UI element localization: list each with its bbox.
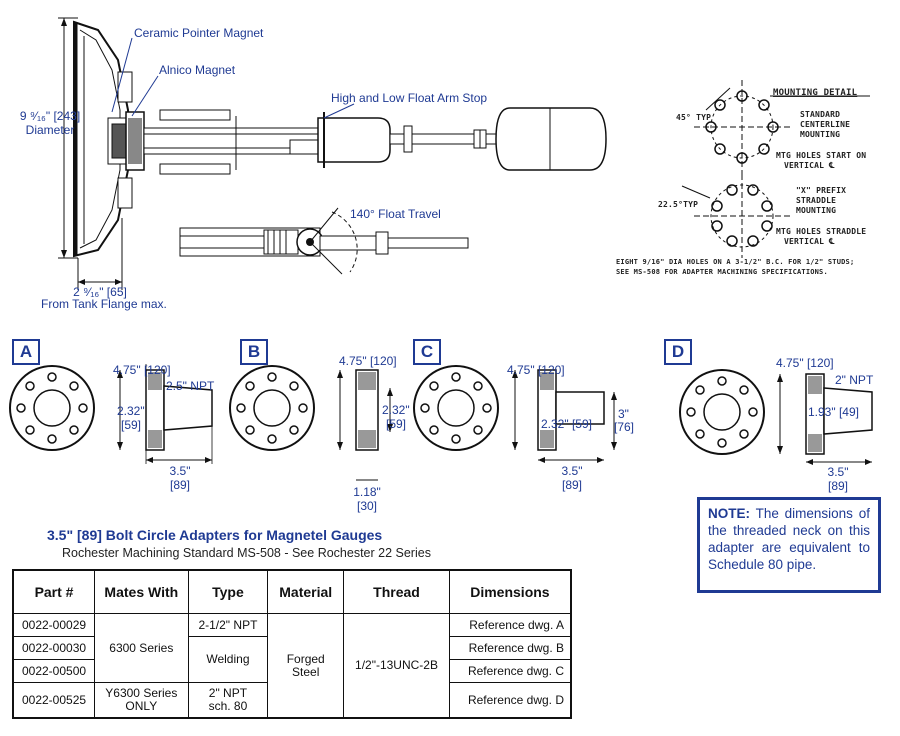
b-height-mm: [59] (386, 417, 407, 431)
dimensions-cell: Reference dwg. A (448, 613, 572, 637)
mtg-holes-straddle-2: VERTICAL ℄ (784, 237, 835, 246)
d-npt: 2" NPT (835, 373, 874, 387)
material-cell: Forged Steel (267, 613, 345, 719)
b-height-in: 2.32" (382, 403, 410, 417)
mtg-holes-start-1: MTG HOLES START ON (776, 151, 867, 160)
a-base-mm: [89] (169, 478, 190, 492)
a-base-in: 3.5" (169, 464, 191, 478)
thread-cell: 1/2"-13UNC-2B (343, 613, 450, 719)
c-mid-dim: 2.32" [59] (541, 417, 592, 431)
table-row: 0022-00500 Reference dwg. C (12, 659, 572, 683)
badge-c: C (413, 339, 441, 365)
standard-label-2: CENTERLINE (800, 120, 851, 129)
float-arm-stop-label: High and Low Float Arm Stop (331, 91, 488, 105)
note-label: NOTE: (708, 506, 750, 521)
table-header-row: Part # Mates With Type Material Thread D… (12, 569, 572, 614)
float-travel-label: 140° Float Travel (350, 207, 441, 221)
section-subtitle: Rochester Machining Standard MS-508 - Se… (62, 546, 431, 560)
a-height-mm: [59] (121, 418, 142, 432)
ceramic-magnet-label: Ceramic Pointer Magnet (134, 26, 264, 40)
drawing-c-face (413, 365, 499, 451)
table-row: 0022-00029 6300 Series 2-1/2" NPT Forged… (12, 613, 572, 719)
alnico-magnet-label: Alnico Magnet (159, 63, 236, 77)
drawing-a-face (9, 365, 95, 451)
dimensions-cell: Reference dwg. C (448, 659, 572, 683)
x-prefix-label-1: "X" PREFIX (796, 186, 847, 195)
a-top-dim: 4.75" [120] (113, 363, 171, 377)
header-type: Type (187, 569, 269, 614)
d-top-dim: 4.75" [120] (776, 356, 834, 370)
badge-a: A (12, 339, 40, 365)
adapter-spec-table: Part # Mates With Type Material Thread D… (12, 569, 572, 719)
b-top-dim: 4.75" [120] (339, 354, 397, 368)
section-title: 3.5" [89] Bolt Circle Adapters for Magne… (47, 527, 383, 543)
mounting-footnote-1: EIGHT 9/16" DIA HOLES ON A 3-1/2" B.C. F… (616, 258, 855, 266)
table-row: 0022-00030 Welding Reference dwg. B (12, 636, 572, 683)
drawing-b-face (229, 365, 315, 451)
mtg-holes-straddle-1: MTG HOLES STRADDLE (776, 227, 867, 236)
type-cell: 2" NPT sch. 80 (187, 682, 269, 719)
dimensions-cell: Reference dwg. D (448, 682, 572, 719)
b-base-in: 1.18" (353, 485, 381, 499)
type-cell: Welding (187, 636, 269, 683)
diameter-value: 9 ⁹⁄₁₆" [243] (19, 109, 81, 123)
mtg-holes-start-2: VERTICAL ℄ (784, 161, 835, 170)
mates-with-cell: Y6300 Series ONLY (94, 682, 189, 719)
a-npt: 2.5" NPT (166, 379, 215, 393)
header-material: Material (267, 569, 345, 614)
part-number: 0022-00500 (12, 659, 96, 683)
dimensions-cell: Reference dwg. B (448, 636, 572, 660)
x-prefix-label-3: MOUNTING (796, 206, 837, 215)
flange-word: From Tank Flange max. (41, 297, 167, 311)
diameter-word: Diameter (25, 123, 75, 137)
gauge-assembly-drawing (58, 17, 607, 290)
note-text: The dimensions of the threaded neck on t… (708, 506, 870, 572)
mates-with-cell: 6300 Series (94, 613, 189, 683)
c-right-mm: [76] (614, 420, 635, 434)
header-mates: Mates With (94, 569, 189, 614)
c-base-in: 3.5" (561, 464, 583, 478)
standard-label-1: STANDARD (800, 110, 841, 119)
drawing-d-face (679, 369, 765, 455)
mounting-detail-title: MOUNTING DETAIL (773, 88, 858, 98)
mounting-detail-drawing (681, 80, 870, 258)
angle-22-label: 22.5°TYP (658, 200, 699, 209)
table-row: 0022-00525 Y6300 Series ONLY 2" NPT sch.… (12, 682, 572, 719)
standard-label-3: MOUNTING (800, 130, 841, 139)
mounting-footnote-2: SEE MS-508 FOR ADAPTER MACHINING SPECIFI… (616, 268, 828, 276)
x-prefix-label-2: STRADDLE (796, 196, 837, 205)
d-base-in: 3.5" (827, 465, 849, 479)
c-right-in: 3" (618, 407, 629, 421)
adapter-drawings (9, 364, 873, 481)
b-base-mm: [30] (356, 499, 377, 513)
header-dimensions: Dimensions (448, 569, 572, 614)
part-number: 0022-00030 (12, 636, 96, 660)
badge-d: D (664, 339, 692, 365)
c-top-dim: 4.75" [120] (507, 363, 565, 377)
type-cell: 2-1/2" NPT (187, 613, 269, 637)
d-base-mm: [89] (827, 479, 848, 493)
badge-b: B (240, 339, 268, 365)
c-base-mm: [89] (561, 478, 582, 492)
header-thread: Thread (343, 569, 450, 614)
a-height-in: 2.32" (117, 404, 145, 418)
part-number: 0022-00525 (12, 682, 96, 719)
note-box: NOTE: The dimensions of the threaded nec… (697, 497, 881, 593)
d-mid-dim: 1.93" [49] (808, 405, 859, 419)
flange-value: 2 ⁹⁄₁₆" [65] (73, 285, 127, 299)
angle-45-label: 45° TYP (676, 113, 712, 122)
part-number: 0022-00029 (12, 613, 96, 637)
header-part: Part # (12, 569, 96, 614)
